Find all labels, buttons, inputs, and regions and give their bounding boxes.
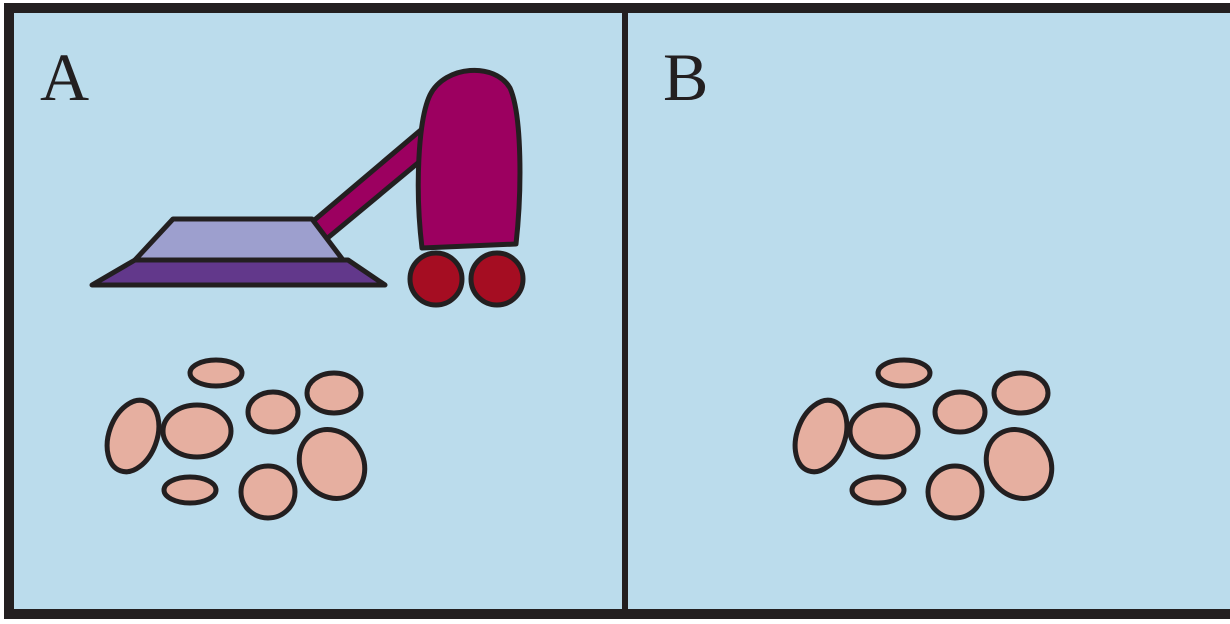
dirt-particle [296,427,368,501]
dirt-pile-a [104,357,368,521]
dirt-particle [875,357,933,389]
dirt-particle [983,427,1055,501]
vacuum-head-base [89,257,388,288]
dirt-particle [925,463,985,521]
dirt-particle [304,370,364,416]
vacuum-wheel-left [407,250,465,308]
dirt-particle [991,370,1051,416]
dirt-particle [161,474,219,506]
vacuum-cleaner-icon [89,67,526,308]
dirt-particle [792,397,850,475]
dirt-particle [245,389,301,435]
dirt-particle [160,402,234,460]
panel-a-label: A [40,39,89,115]
panel-b-background [624,8,1230,614]
dirt-particle [932,389,988,435]
vacuum-head-top [132,216,346,263]
dirt-particle [847,402,921,460]
dirt-particle [238,463,298,521]
frame [4,3,1230,619]
panel-a-background [14,8,624,614]
vacuum-body [415,67,523,251]
panel-b-label: B [663,39,708,115]
vacuum-wheel-right [468,250,526,308]
dirt-particle [104,397,162,475]
dirt-pile-b [792,357,1055,521]
dirt-particle [849,474,907,506]
dirt-particle [187,357,245,389]
